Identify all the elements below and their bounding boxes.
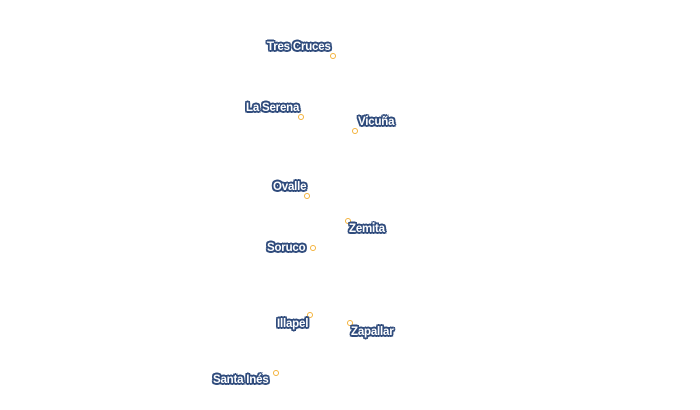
place-label: Soruco	[267, 242, 306, 254]
place-marker-icon[interactable]	[298, 114, 304, 120]
place-marker-icon[interactable]	[304, 193, 310, 199]
place-marker-icon[interactable]	[352, 128, 358, 134]
place-marker-icon[interactable]	[347, 320, 353, 326]
place-label: Ovalle	[273, 181, 307, 193]
place-marker-icon[interactable]	[310, 245, 316, 251]
place-label: Tres Cruces	[267, 41, 331, 53]
place-label: Zemita	[349, 223, 385, 235]
place-label: Santa Inés	[213, 374, 269, 386]
place-label: La Serena	[246, 102, 300, 114]
place-marker-icon[interactable]	[273, 370, 279, 376]
place-label: Vicuña	[358, 116, 395, 128]
place-marker-icon[interactable]	[345, 218, 351, 224]
place-label: Illapel	[277, 318, 309, 330]
place-marker-icon[interactable]	[307, 312, 313, 318]
place-label: Zapallar	[351, 326, 394, 338]
place-marker-icon[interactable]	[330, 53, 336, 59]
